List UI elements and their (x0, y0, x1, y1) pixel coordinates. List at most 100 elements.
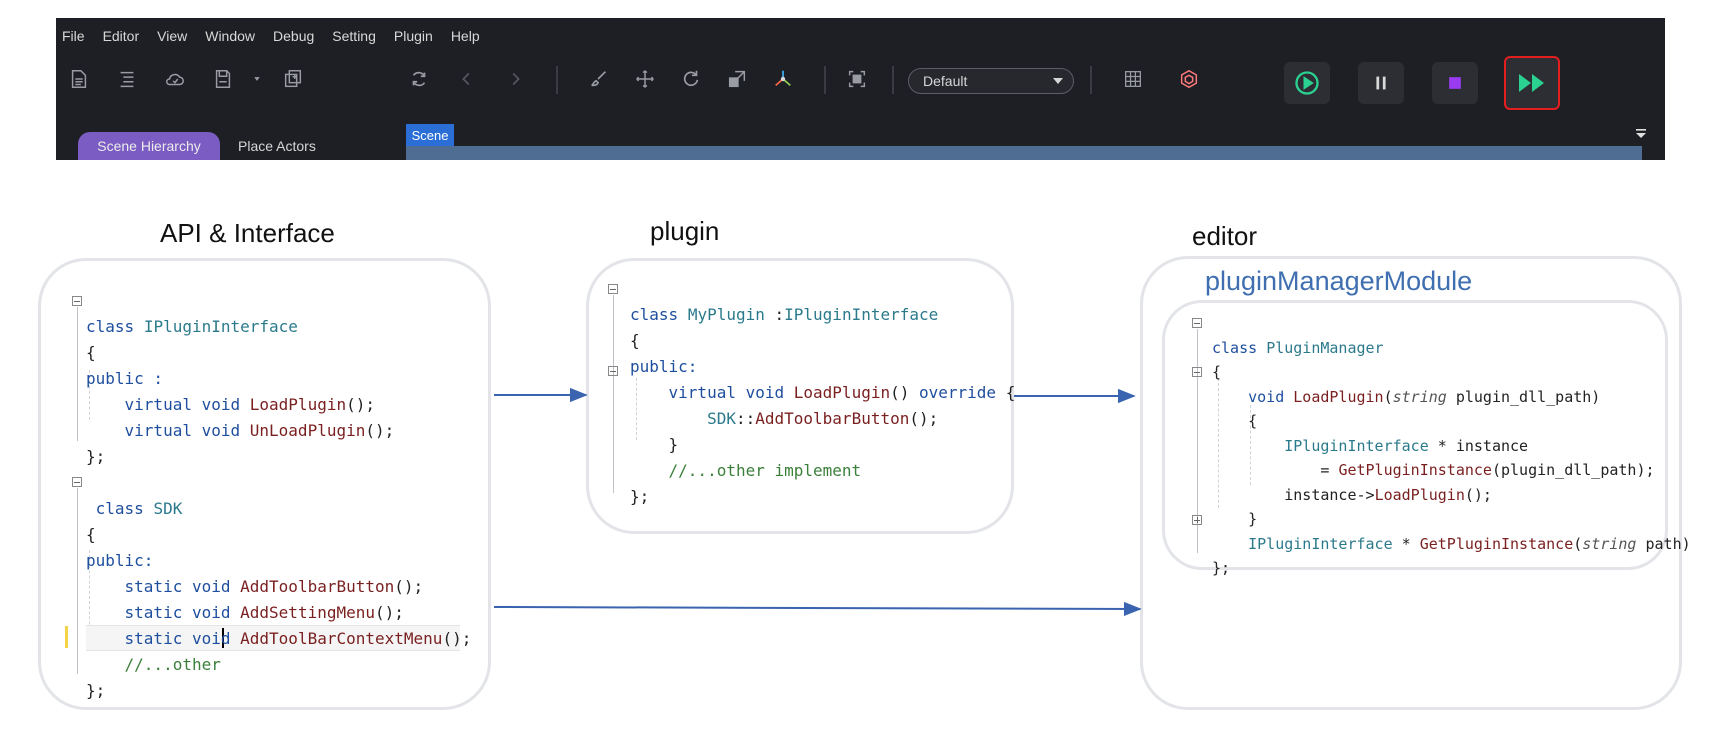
type-name: IPluginInterface (1284, 436, 1429, 455)
fold-guide (613, 295, 614, 493)
menu-window[interactable]: Window (205, 28, 256, 44)
code-line: class PluginManager (1212, 336, 1691, 361)
type-name: IPluginInterface (784, 305, 939, 324)
keyword: class (95, 499, 144, 518)
function-name: LoadPlugin (249, 395, 347, 414)
forward-icon[interactable] (500, 64, 530, 94)
arrow-sdk-to-editor (493, 601, 1142, 617)
menu-bar: File Editor View Window Debug Setting Pl… (56, 18, 498, 54)
type-name: SDK (707, 409, 736, 428)
brace: }; (86, 681, 106, 700)
comment: //...other (124, 655, 221, 674)
list-icon[interactable] (112, 64, 142, 94)
punctuation: ( (1573, 534, 1583, 553)
refresh-icon[interactable] (404, 64, 434, 94)
frame-icon[interactable] (842, 64, 872, 94)
open-file-icon[interactable] (64, 64, 94, 94)
brush-icon[interactable] (584, 64, 614, 94)
brace: } (668, 435, 679, 454)
code-line: public : (86, 366, 471, 392)
code-line: static void AddToolBarContextMenu(); (86, 626, 472, 652)
type-keyword: string (1392, 387, 1447, 406)
tab-place-actors[interactable]: Place Actors (238, 138, 316, 154)
tab-scene-hierarchy[interactable]: Scene Hierarchy (78, 132, 220, 160)
layout-dropdown-value: Default (923, 73, 968, 89)
keyword: static void (124, 629, 231, 648)
menu-plugin[interactable]: Plugin (393, 28, 433, 44)
back-icon[interactable] (452, 64, 482, 94)
scale-icon[interactable] (722, 64, 752, 94)
more-caret-icon[interactable] (242, 64, 272, 94)
toolbar-separator (1090, 66, 1092, 94)
code-line: } (1212, 507, 1691, 532)
type-name: IPluginInterface (1248, 534, 1393, 553)
code-line: class IPluginInterface (86, 314, 471, 340)
move-icon[interactable] (630, 64, 660, 94)
code-line: { (1212, 409, 1691, 434)
menu-file[interactable]: File (62, 28, 85, 44)
grid-icon[interactable] (1118, 64, 1148, 94)
code-line: public: (630, 354, 1015, 380)
menu-view[interactable]: View (157, 28, 188, 44)
fold-guide (77, 307, 78, 441)
tab-scene[interactable]: Scene (406, 124, 454, 146)
play-icon (1295, 71, 1319, 95)
code-line: instance->LoadPlugin(); (1212, 483, 1691, 508)
editor-title: editor (1192, 221, 1258, 251)
indent-guide (1218, 378, 1220, 508)
menu-editor[interactable]: Editor (102, 28, 140, 44)
code-line: virtual void LoadPlugin(); (86, 392, 471, 418)
chevron-down-icon (1053, 78, 1063, 84)
fold-collapse-icon[interactable] (72, 296, 82, 306)
save-icon[interactable] (208, 64, 238, 94)
indent-guide (89, 370, 91, 420)
menu-debug[interactable]: Debug (273, 28, 315, 44)
argument: (plugin_dll_path); (1491, 461, 1655, 479)
indent-guide (1250, 405, 1252, 485)
punctuation: (); (365, 421, 395, 440)
fold-collapse-icon[interactable] (72, 477, 82, 487)
function-name: AddToolbarButton (755, 409, 910, 428)
layout-dropdown[interactable]: Default (908, 68, 1074, 94)
type-keyword: string (1582, 534, 1637, 553)
fast-forward-button[interactable] (1504, 56, 1560, 110)
fold-collapse-icon[interactable] (608, 366, 618, 376)
indent-guide (89, 550, 91, 650)
fold-collapse-icon[interactable] (1192, 367, 1202, 377)
cube-icon[interactable] (1174, 64, 1204, 94)
code-line: //...other implement (630, 458, 1015, 484)
menu-setting[interactable]: Setting (332, 28, 376, 44)
fold-collapse-icon[interactable] (608, 284, 618, 294)
function-name: AddSettingMenu (240, 603, 375, 622)
code-line: virtual void UnLoadPlugin(); (86, 418, 471, 444)
fold-collapse-icon[interactable] (1192, 318, 1202, 328)
rotate-icon[interactable] (676, 64, 706, 94)
keyword: override (919, 383, 997, 402)
function-name: AddToolBarContextMenu (240, 629, 443, 648)
menu-help[interactable]: Help (450, 28, 480, 44)
add-layer-icon[interactable] (278, 64, 308, 94)
punctuation: () (890, 383, 919, 402)
play-button[interactable] (1284, 62, 1330, 104)
code-line: public: (86, 548, 471, 574)
punctuation: (); (394, 577, 424, 596)
punctuation: { (996, 383, 1016, 402)
pivot-icon[interactable] (768, 64, 798, 94)
access-specifier: public: (86, 551, 154, 570)
operator: = (1320, 461, 1339, 479)
current-line-highlight (86, 625, 460, 651)
code-line: static void AddSettingMenu(); (86, 600, 471, 626)
code-line: }; (1212, 556, 1691, 581)
code-line: class MyPlugin :IPluginInterface (630, 302, 1015, 328)
cloud-icon[interactable] (160, 64, 190, 94)
brace: { (1212, 363, 1222, 381)
fold-guide (1197, 329, 1198, 553)
fold-expand-icon[interactable] (1192, 515, 1202, 525)
punctuation: (); (442, 629, 472, 648)
tabs-menu-icon[interactable] (1635, 128, 1647, 140)
stop-button[interactable] (1432, 62, 1478, 104)
brace: }; (86, 447, 106, 466)
parameter: path) (1636, 534, 1691, 553)
pause-button[interactable] (1358, 62, 1404, 104)
